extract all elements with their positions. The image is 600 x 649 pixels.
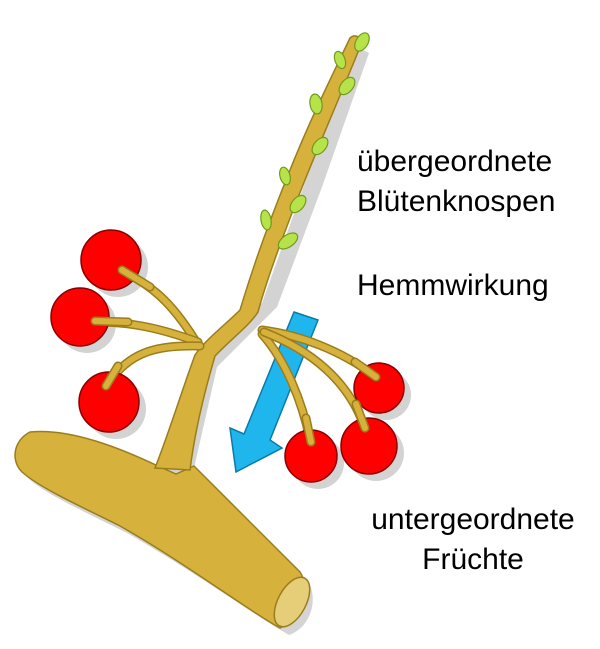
label-superior-buds-line1: übergeordnete [357, 145, 553, 178]
cherry [340, 417, 398, 475]
label-superior-buds-line2: Blütenknospen [357, 185, 556, 218]
vertical-shoot [153, 35, 363, 471]
fruits-left [50, 229, 142, 433]
bud [289, 194, 307, 214]
label-superior-buds: übergeordnete Blütenknospen [357, 142, 556, 222]
bud [260, 209, 272, 231]
flower-buds [260, 32, 370, 250]
label-subordinate-fruits-line1: untergeordnete [371, 503, 575, 536]
bud [354, 32, 370, 52]
bud [279, 166, 291, 186]
bud [338, 76, 356, 96]
bud [309, 93, 323, 115]
cherry [78, 371, 140, 433]
label-subordinate-fruits-line2: Früchte [422, 543, 524, 576]
label-subordinate-fruits: untergeordnete Früchte [357, 500, 589, 580]
stem-tips-right [301, 357, 381, 447]
main-branch [14, 430, 305, 629]
bud [277, 232, 299, 250]
stem-tips-left [90, 265, 155, 391]
bud [311, 136, 329, 156]
branch-cut-end [273, 576, 311, 628]
label-inhibition: Hemmwirkung [357, 266, 549, 306]
bud [333, 50, 347, 70]
label-inhibition-text: Hemmwirkung [357, 269, 549, 302]
